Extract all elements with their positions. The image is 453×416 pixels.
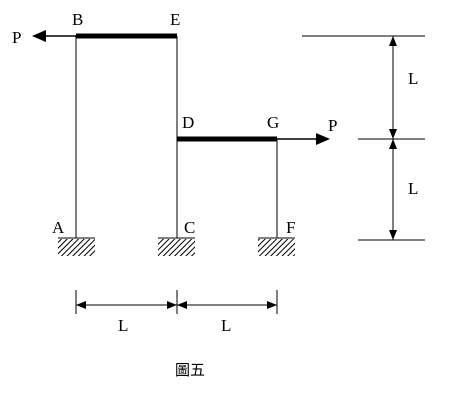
support-a bbox=[58, 237, 95, 256]
load-arrow-left bbox=[32, 30, 76, 42]
node-label-d: D bbox=[182, 113, 194, 132]
dim-label-horizontal-right: L bbox=[221, 316, 231, 335]
horizontal-dimension bbox=[75, 290, 278, 314]
dim-label-vertical-top: L bbox=[408, 69, 418, 88]
node-label-a: A bbox=[52, 218, 65, 237]
support-f bbox=[258, 237, 295, 256]
vertical-dimension bbox=[302, 35, 425, 241]
support-c bbox=[158, 237, 195, 256]
load-arrow-right bbox=[277, 133, 330, 145]
figure-caption: 圖五 bbox=[175, 361, 205, 379]
node-label-g: G bbox=[267, 113, 279, 132]
node-label-b: B bbox=[72, 10, 83, 29]
node-label-c: C bbox=[184, 218, 195, 237]
node-label-f: F bbox=[286, 218, 295, 237]
dim-label-horizontal-left: L bbox=[118, 316, 128, 335]
load-label-right: P bbox=[328, 116, 337, 135]
load-label-left: P bbox=[12, 28, 21, 47]
node-label-e: E bbox=[170, 10, 180, 29]
dim-label-vertical-bottom: L bbox=[408, 179, 418, 198]
